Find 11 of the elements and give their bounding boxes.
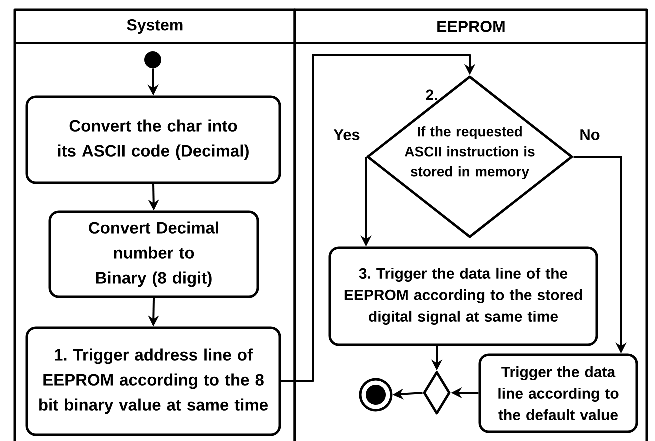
end-node bbox=[359, 378, 393, 412]
action-box: Trigger the data line according to the default value bbox=[478, 354, 638, 434]
merge-diamond bbox=[423, 371, 451, 415]
edge-label: Yes bbox=[332, 128, 362, 142]
edge-label: No bbox=[578, 128, 602, 142]
action-box: 1. Trigger address line of EEPROM according to the 8 bit binary value at same time bbox=[26, 326, 282, 436]
start-dot bbox=[144, 52, 162, 68]
action-box: 3. Trigger the data line of the EEPROM according to the stored digital signal at same time bbox=[328, 246, 598, 346]
action-box: Convert Decimal number to Binary (8 digit) bbox=[48, 210, 260, 298]
action-box: Convert the char into its ASCII code (Decimal) bbox=[26, 96, 282, 184]
arrow bbox=[281, 54, 476, 382]
